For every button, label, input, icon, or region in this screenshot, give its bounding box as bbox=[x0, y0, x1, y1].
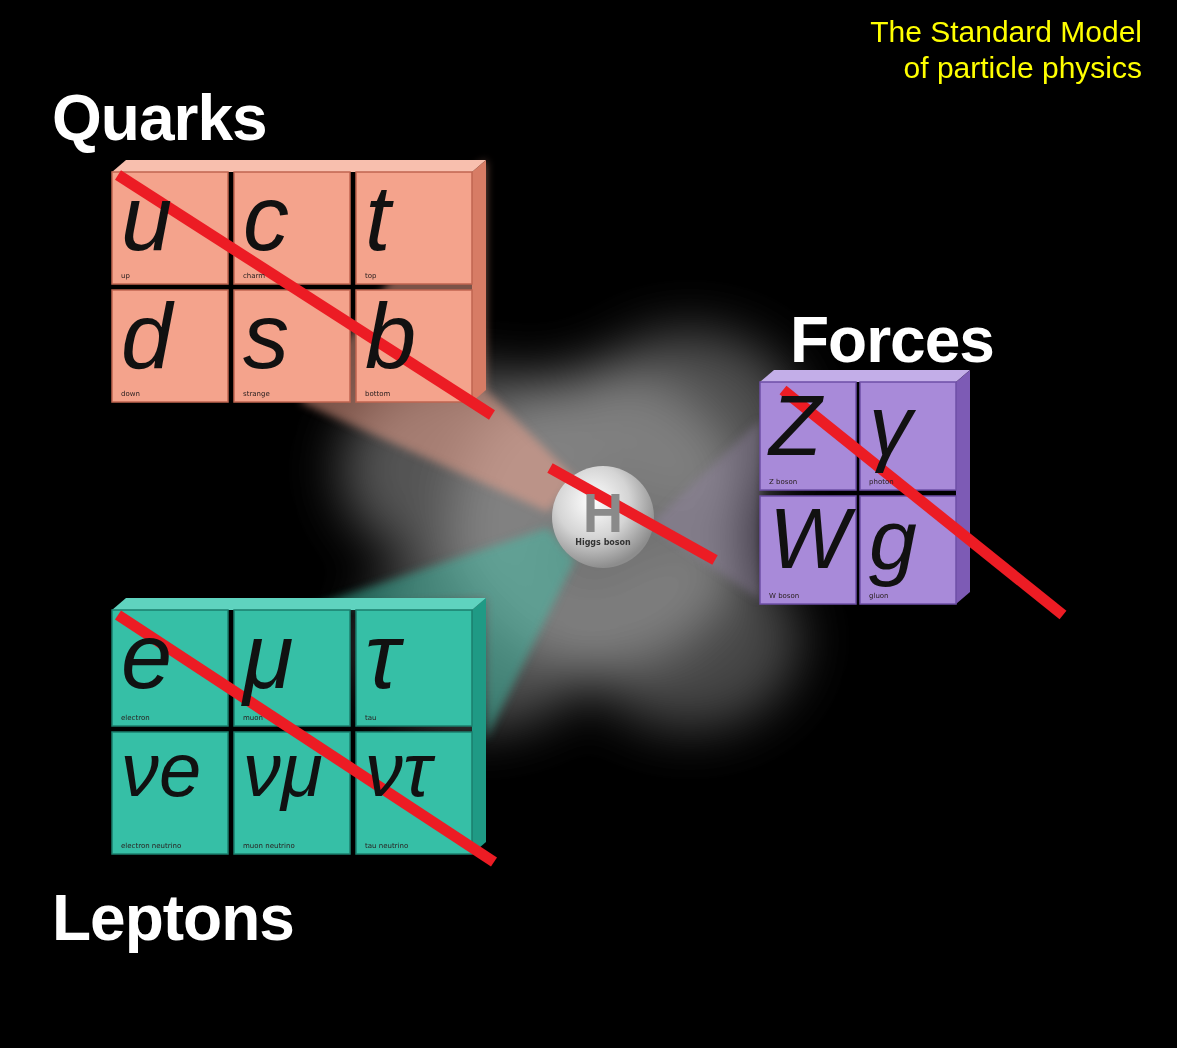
cube-front-face bbox=[112, 732, 228, 854]
particle-symbol: μ bbox=[243, 610, 293, 702]
quark-cube: b bottom bbox=[356, 290, 472, 402]
cube-front-face bbox=[356, 610, 472, 726]
particle-symbol: ντ bbox=[365, 732, 431, 808]
particle-group: Quarks u up c charm t top d down s strange b bottom bbox=[40, 84, 500, 414]
boson-cube: g gluon bbox=[860, 496, 956, 604]
cube-front-face bbox=[760, 496, 856, 604]
particle-symbol: Z bbox=[769, 382, 822, 468]
particle-symbol: νe bbox=[121, 732, 201, 808]
strike-line bbox=[118, 175, 492, 415]
cloud-lobe bbox=[450, 370, 750, 670]
particle-name: muon bbox=[243, 714, 263, 722]
particle-name: tau bbox=[365, 714, 376, 722]
cube-front-face bbox=[112, 172, 228, 284]
particle-name: electron bbox=[121, 714, 150, 722]
cube-front-face bbox=[234, 732, 350, 854]
particle-group: Leptons e electron μ muon τ tau νe electron neut… bbox=[40, 596, 500, 956]
cube-front-face bbox=[112, 610, 228, 726]
cube-front-face bbox=[356, 732, 472, 854]
particle-symbol: c bbox=[243, 172, 289, 264]
cube-front-face bbox=[860, 496, 956, 604]
particle-symbol: H bbox=[583, 486, 623, 539]
quark-cube: c charm bbox=[234, 172, 350, 284]
particle-name: tau neutrino bbox=[365, 842, 408, 850]
cube-front-face bbox=[234, 290, 350, 402]
quark-fan bbox=[300, 160, 575, 512]
cube-front-face bbox=[860, 382, 956, 490]
particle-symbol: b bbox=[365, 290, 416, 382]
particle-symbol: s bbox=[243, 290, 289, 382]
cube-front-face bbox=[356, 290, 472, 402]
lepton-cube: ντ tau neutrino bbox=[356, 732, 472, 854]
particle-name: top bbox=[365, 272, 376, 280]
higgs-sphere: HHiggs boson bbox=[551, 465, 655, 569]
lepton-block bbox=[112, 598, 486, 854]
boson-cube: γ photon bbox=[860, 382, 956, 490]
particle-symbol: νμ bbox=[243, 732, 323, 808]
particle-symbol: e bbox=[121, 610, 172, 702]
particle-symbol: W bbox=[769, 496, 849, 581]
quark-cube: s strange bbox=[234, 290, 350, 402]
particle-symbol: u bbox=[121, 172, 172, 264]
cube-top-face bbox=[112, 160, 486, 172]
group-heading: Quarks bbox=[52, 86, 500, 150]
boson-cube: Z Z boson bbox=[760, 382, 856, 490]
quark-cube: u up bbox=[112, 172, 228, 284]
force-fan bbox=[650, 420, 760, 600]
particle-symbol: τ bbox=[365, 610, 399, 702]
lepton-cube: μ muon bbox=[234, 610, 350, 726]
cube-front-face bbox=[234, 172, 350, 284]
group-heading: Leptons bbox=[52, 886, 500, 950]
lepton-cube: τ tau bbox=[356, 610, 472, 726]
diagram-title: The Standard Model of particle physics bbox=[852, 14, 1142, 86]
lepton-fan bbox=[300, 528, 575, 740]
particle-symbol: g bbox=[869, 496, 917, 582]
quark-cube: d down bbox=[112, 290, 228, 402]
force-block bbox=[760, 370, 970, 604]
cube-front-face bbox=[356, 172, 472, 284]
cube-front-face bbox=[234, 610, 350, 726]
cube-front-face bbox=[760, 382, 856, 490]
particle-name: electron neutrino bbox=[121, 842, 181, 850]
lepton-cube: νe electron neutrino bbox=[112, 732, 228, 854]
group-heading: Forces bbox=[790, 308, 1090, 372]
strike-line bbox=[783, 390, 1063, 615]
title-block: The Standard Model of particle physics bbox=[852, 14, 1142, 86]
particle-name: Z boson bbox=[769, 478, 797, 486]
particle-name: muon neutrino bbox=[243, 842, 295, 850]
higgs-ball bbox=[552, 466, 654, 568]
lepton-cube: e electron bbox=[112, 610, 228, 726]
particle-name: gluon bbox=[869, 592, 889, 600]
particle-symbol: γ bbox=[869, 382, 912, 468]
cube-side-face bbox=[472, 598, 486, 854]
cube-front-face bbox=[112, 290, 228, 402]
particle-name: up bbox=[121, 272, 130, 280]
particle-name: bottom bbox=[365, 390, 390, 398]
particle-symbol: t bbox=[365, 172, 391, 264]
strike-line bbox=[118, 615, 494, 862]
cube-side-face bbox=[472, 160, 486, 402]
particle-group: ForcesZ Z boson γ photonW W boson g gluon bbox=[750, 306, 1090, 616]
particle-name: strange bbox=[243, 390, 270, 398]
particle-name: photon bbox=[869, 478, 894, 486]
particle-name: down bbox=[121, 390, 140, 398]
boson-cube: W W boson bbox=[760, 496, 856, 604]
particle-name: Higgs boson bbox=[575, 539, 631, 548]
strike-line bbox=[550, 468, 715, 560]
particle-symbol: d bbox=[121, 290, 172, 382]
cloud-lobe bbox=[580, 550, 800, 730]
cube-side-face bbox=[956, 370, 970, 604]
particle-name: charm bbox=[243, 272, 265, 280]
particle-name: W boson bbox=[769, 592, 799, 600]
lepton-cube: νμ muon neutrino bbox=[234, 732, 350, 854]
cloud-lobe bbox=[360, 550, 600, 730]
fan-beams bbox=[300, 160, 760, 740]
higgs-field-cloud bbox=[340, 330, 800, 730]
quark-cube: t top bbox=[356, 172, 472, 284]
quark-block bbox=[112, 160, 486, 402]
cube-top-face bbox=[112, 598, 486, 610]
